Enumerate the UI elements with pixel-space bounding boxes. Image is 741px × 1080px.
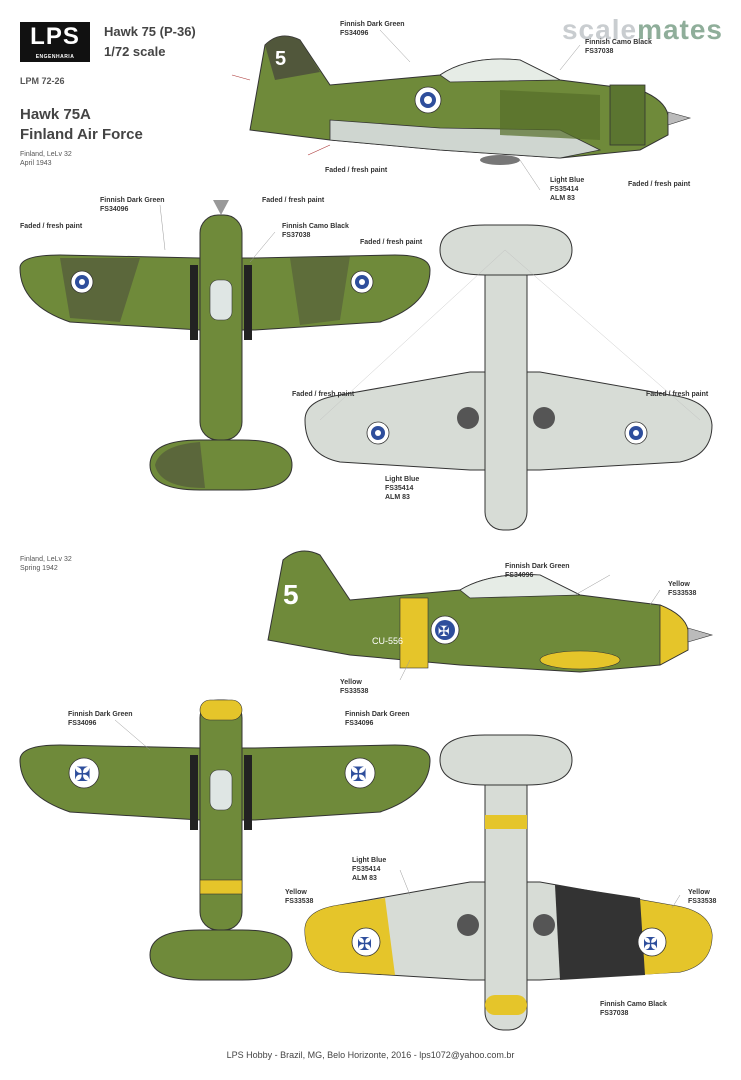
callout-faded-5: Faded / fresh paint <box>360 239 423 246</box>
product-code: LPM 72-26 <box>20 76 65 86</box>
fuselage-number: 5 <box>283 579 299 610</box>
svg-text:✠: ✠ <box>74 762 91 786</box>
svg-text:✠: ✠ <box>357 934 372 955</box>
scheme1-top-view <box>19 200 431 491</box>
callout-faded-1: Faded / fresh paint <box>325 167 388 174</box>
leader-lines <box>114 29 681 909</box>
subject-subtitle: Finland Air Force <box>20 126 143 143</box>
scheme1-bottom-view <box>304 224 713 531</box>
scheme1-side-view: 5 <box>231 35 692 165</box>
svg-text:✠: ✠ <box>350 762 367 786</box>
lps-logo: LPS ENGENHARIA <box>20 22 90 62</box>
subject-title: Hawk 75A <box>20 106 91 123</box>
scale-label: 1/72 scale <box>104 44 166 59</box>
scheme2-top-view: ✠ ✠ <box>19 699 431 981</box>
page-title: Hawk 75 (P-36) <box>104 24 196 39</box>
svg-text:5: 5 <box>275 48 286 70</box>
svg-text:✠: ✠ <box>438 624 450 640</box>
fuselage-serial: CU-556 <box>372 636 403 646</box>
callout-faded-6: Faded / fresh paint <box>292 391 355 398</box>
callout-faded-3: Faded / fresh paint <box>20 223 83 230</box>
footer-credit: LPS Hobby - Brazil, MG, Belo Horizonte, … <box>226 1050 515 1060</box>
scheme2-bottom-view: ✠ ✠ <box>304 734 713 1031</box>
callout-faded-7: Faded / fresh paint <box>646 391 709 398</box>
scheme2-date: Spring 1942 <box>20 565 58 572</box>
scheme2-unit: Finland, LeLv 32 <box>20 556 72 563</box>
scheme1-unit: Finland, LeLv 32 <box>20 151 72 158</box>
scheme2-side-view: ✠ 5 CU-556 <box>267 550 714 673</box>
scheme1-date: April 1943 <box>20 160 52 167</box>
watermark: scalemates <box>561 14 723 45</box>
callout-faded-4: Faded / fresh paint <box>262 197 325 204</box>
callout-faded-2: Faded / fresh paint <box>628 181 691 188</box>
svg-text:✠: ✠ <box>643 934 658 955</box>
